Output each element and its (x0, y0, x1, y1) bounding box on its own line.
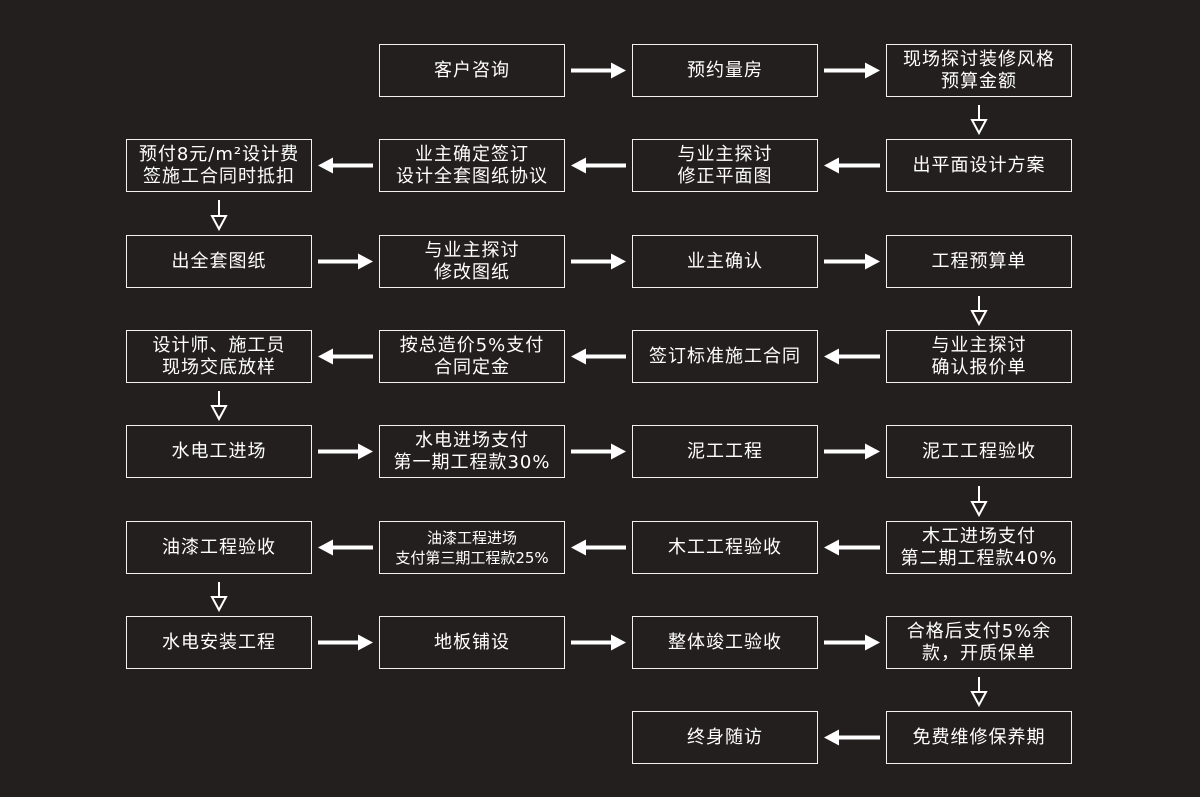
arrow-down-icon (970, 677, 988, 708)
arrow-left-icon (318, 157, 373, 174)
arrow-left-icon (571, 157, 626, 174)
arrow-right-icon (571, 443, 626, 460)
step-s21: 木工工程验收 (632, 521, 818, 574)
step-s9: 与业主探讨 修改图纸 (379, 235, 565, 288)
step-s2: 预约量房 (632, 44, 818, 97)
arrow-right-icon (571, 62, 626, 79)
arrow-left-icon (571, 539, 626, 556)
step-s22: 油漆工程进场 支付第三期工程款25% (379, 521, 565, 574)
arrow-right-icon (824, 62, 880, 79)
step-s7: 预付8元/m²设计费 签施工合同时抵扣 (126, 139, 312, 192)
arrow-right-icon (824, 634, 880, 651)
arrow-left-icon (318, 539, 373, 556)
step-s5: 与业主探讨 修正平面图 (632, 139, 818, 192)
arrow-right-icon (571, 253, 626, 270)
step-s12: 与业主探讨 确认报价单 (886, 330, 1072, 383)
step-s1: 客户咨询 (379, 44, 565, 97)
step-s29: 终身随访 (632, 711, 818, 764)
arrow-right-icon (824, 253, 880, 270)
arrow-down-icon (210, 391, 228, 422)
arrow-down-icon (970, 105, 988, 136)
arrow-left-icon (824, 157, 880, 174)
arrow-down-icon (210, 200, 228, 232)
step-s28: 免费维修保养期 (886, 711, 1072, 764)
step-s8: 出全套图纸 (126, 235, 312, 288)
step-s11: 工程预算单 (886, 235, 1072, 288)
arrow-left-icon (571, 348, 626, 365)
arrow-left-icon (824, 729, 880, 746)
step-s23: 油漆工程验收 (126, 521, 312, 574)
arrow-right-icon (318, 253, 373, 270)
arrow-right-icon (824, 443, 880, 460)
step-s16: 水电工进场 (126, 425, 312, 478)
arrow-left-icon (824, 348, 880, 365)
arrow-down-icon (210, 582, 228, 613)
arrow-down-icon (970, 486, 988, 518)
step-s6: 业主确定签订 设计全套图纸协议 (379, 139, 565, 192)
step-s4: 出平面设计方案 (886, 139, 1072, 192)
arrow-right-icon (571, 634, 626, 651)
step-s20: 木工进场支付 第二期工程款40% (886, 521, 1072, 574)
step-s13: 签订标准施工合同 (632, 330, 818, 383)
step-s3: 现场探讨装修风格 预算金额 (886, 44, 1072, 97)
step-s24: 水电安装工程 (126, 616, 312, 669)
step-s27: 合格后支付5%余 款，开质保单 (886, 616, 1072, 669)
step-s25: 地板铺设 (379, 616, 565, 669)
step-s17: 水电进场支付 第一期工程款30% (379, 425, 565, 478)
arrow-left-icon (318, 348, 373, 365)
step-s15: 设计师、施工员 现场交底放样 (126, 330, 312, 383)
step-s18: 泥工工程 (632, 425, 818, 478)
arrow-right-icon (318, 443, 373, 460)
arrow-left-icon (824, 539, 880, 556)
arrow-down-icon (970, 296, 988, 327)
arrow-right-icon (318, 634, 373, 651)
step-s14: 按总造价5%支付 合同定金 (379, 330, 565, 383)
step-s26: 整体竣工验收 (632, 616, 818, 669)
step-s10: 业主确认 (632, 235, 818, 288)
step-s19: 泥工工程验收 (886, 425, 1072, 478)
